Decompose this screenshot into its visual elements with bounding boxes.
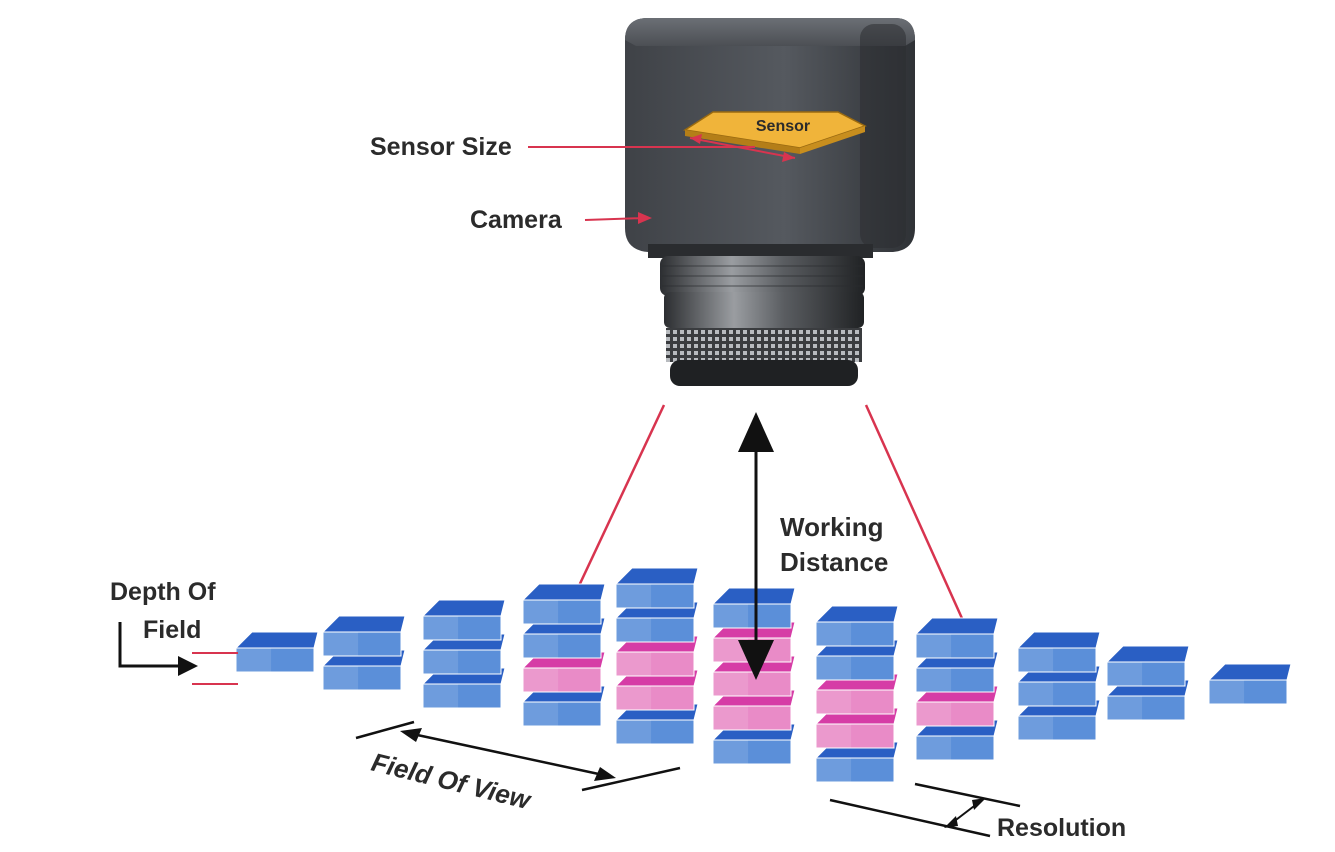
block	[814, 605, 899, 647]
working-distance-arrow	[738, 412, 774, 680]
depth-of-field-label-line1: Depth Of	[110, 578, 216, 606]
sensor-size-arrow	[689, 137, 796, 159]
block	[1207, 663, 1292, 705]
block-in-view	[614, 635, 699, 677]
depth-of-field-arrow	[118, 622, 198, 676]
block	[1016, 631, 1101, 673]
depth-of-field-label-line2: Field	[143, 616, 201, 644]
block	[614, 567, 699, 609]
block	[321, 615, 406, 657]
block	[421, 667, 506, 709]
sensor: Sensor	[682, 111, 867, 154]
camera-top-face	[625, 18, 915, 46]
block	[234, 631, 319, 673]
block	[421, 599, 506, 641]
lens-focus-ring	[666, 328, 862, 362]
lens-ring-middle	[664, 292, 864, 328]
block	[521, 583, 606, 625]
block	[711, 587, 796, 629]
field-of-view-label: Field Of View	[369, 747, 535, 816]
block	[521, 617, 606, 659]
lens-front	[670, 360, 858, 386]
block	[914, 617, 999, 659]
sensor-size-label: Sensor Size	[370, 133, 512, 161]
camera: Sensor	[625, 18, 915, 386]
sensor-label: Sensor	[756, 118, 810, 135]
working-distance-label-line2: Distance	[780, 547, 888, 577]
resolution-label: Resolution	[997, 814, 1126, 842]
object-blocks	[234, 567, 1292, 783]
working-distance-label-line1: Working	[780, 512, 884, 542]
resolution-dimension	[829, 782, 1021, 838]
field-of-view-dimension	[355, 720, 681, 792]
camera-pointer	[584, 217, 646, 221]
camera-label: Camera	[470, 206, 563, 234]
block	[1105, 645, 1190, 687]
